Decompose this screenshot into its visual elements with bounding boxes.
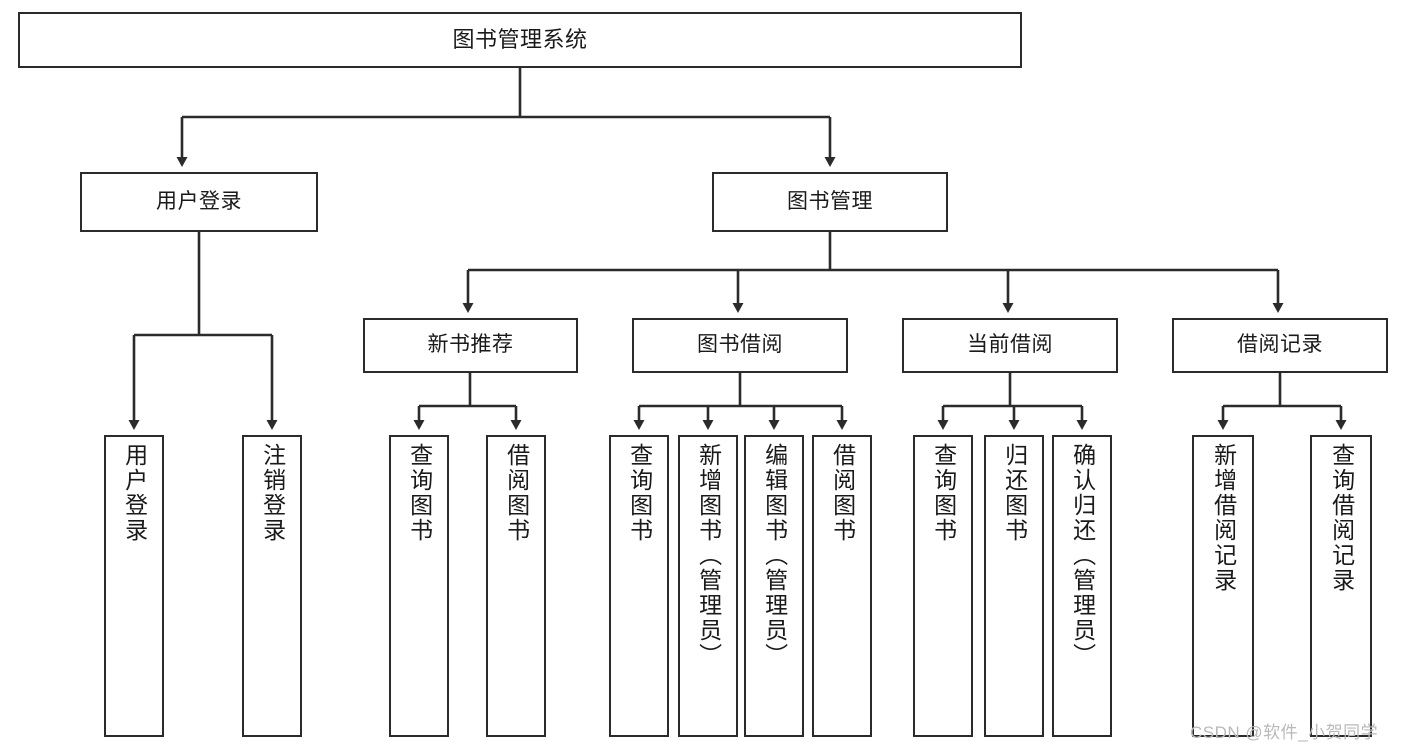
leaf-user-login[interactable]: 用户登录 (104, 435, 164, 737)
node-label: 图书借阅 (697, 333, 783, 357)
node-borrow-record[interactable]: 借阅记录 (1172, 318, 1388, 373)
node-user-login[interactable]: 用户登录 (80, 172, 318, 232)
node-label: 图书管理 (787, 189, 873, 213)
leaf-query-book-2[interactable]: 查询图书 (609, 435, 669, 737)
node-label: 查询图书 (406, 443, 433, 543)
leaf-add-record[interactable]: 新增借阅记录 (1192, 435, 1254, 737)
node-label: 用户登录 (156, 189, 242, 213)
leaf-borrow-book-2[interactable]: 借阅图书 (812, 435, 872, 737)
leaf-borrow-book-1[interactable]: 借阅图书 (486, 435, 546, 737)
node-label: 借阅图书 (503, 443, 530, 543)
csdn-watermark: CSDN @软件_小贺同学 (1190, 723, 1379, 742)
node-label: 归还图书 (1001, 443, 1028, 543)
node-label: 用户登录 (121, 443, 148, 543)
node-label: 注销登录 (259, 443, 286, 543)
leaf-query-book-3[interactable]: 查询图书 (913, 435, 973, 737)
node-label: 图书管理系统 (452, 27, 588, 53)
leaf-query-record[interactable]: 查询借阅记录 (1310, 435, 1372, 737)
leaf-confirm-return[interactable]: 确认归还（管理员） (1052, 435, 1112, 737)
node-label: 编辑图书（管理员） (761, 443, 788, 668)
leaf-edit-book[interactable]: 编辑图书（管理员） (744, 435, 804, 737)
node-label: 当前借阅 (967, 333, 1053, 357)
node-label: 新增借阅记录 (1210, 443, 1237, 593)
node-label: 查询借阅记录 (1328, 443, 1355, 593)
node-label: 查询图书 (930, 443, 957, 543)
node-root-system[interactable]: 图书管理系统 (18, 12, 1022, 68)
node-new-book-recommend[interactable]: 新书推荐 (363, 318, 578, 373)
node-label: 新书推荐 (427, 333, 514, 357)
node-book-borrow[interactable]: 图书借阅 (632, 318, 848, 373)
node-book-manage[interactable]: 图书管理 (712, 172, 948, 232)
leaf-logout[interactable]: 注销登录 (242, 435, 302, 737)
leaf-return-book[interactable]: 归还图书 (984, 435, 1044, 737)
leaf-add-book[interactable]: 新增图书（管理员） (678, 435, 738, 737)
node-current-borrow[interactable]: 当前借阅 (902, 318, 1118, 373)
node-label: 借阅记录 (1237, 333, 1323, 357)
node-label: 查询图书 (626, 443, 653, 543)
node-label: 确认归还（管理员） (1069, 443, 1096, 668)
node-label: 新增图书（管理员） (695, 443, 722, 668)
leaf-query-book-1[interactable]: 查询图书 (389, 435, 449, 737)
node-label: 借阅图书 (829, 443, 856, 543)
